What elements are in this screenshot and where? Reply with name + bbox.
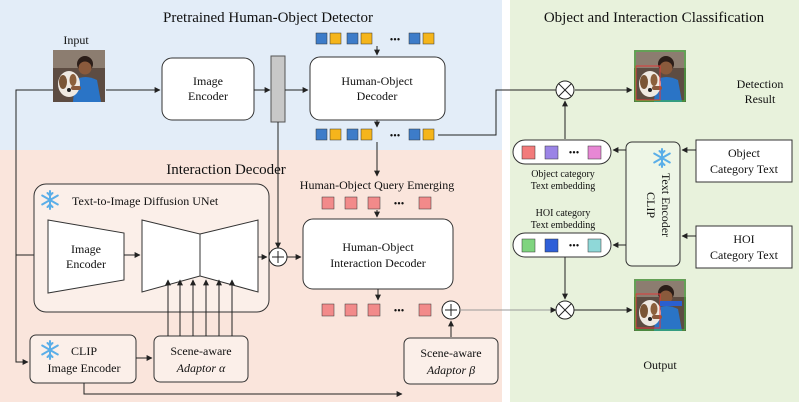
output-image	[634, 279, 686, 331]
object-embedding-pill	[512, 139, 612, 165]
embed-purple	[544, 145, 559, 160]
query-blue	[346, 32, 359, 45]
hoi-embedding-pill	[512, 232, 612, 258]
image-encoder-label-1: Image	[193, 74, 223, 88]
query-yellow	[422, 32, 435, 45]
arrow	[83, 383, 403, 397]
query-ellipsis: •••	[390, 35, 401, 46]
image-encoder-box	[161, 57, 255, 121]
embed-pink	[587, 145, 602, 160]
unet-encoder-label-2: Encoder	[66, 257, 106, 271]
clip-text-label: CLIP	[644, 192, 658, 218]
unet-up-block	[199, 219, 259, 293]
clip-img-label-1: CLIP	[71, 344, 97, 358]
query-yellow	[329, 128, 342, 141]
hoi-decoder-label-2: Interaction Decoder	[330, 256, 426, 270]
adaptor-arrows	[165, 279, 235, 336]
query-red	[418, 196, 432, 210]
query-yellow	[329, 32, 342, 45]
query-red	[344, 303, 358, 317]
hoi-embed-label-2: Text embedding	[531, 220, 596, 231]
query-blue	[346, 128, 359, 141]
query-blue	[408, 32, 421, 45]
embed-ellipsis: •••	[569, 241, 580, 252]
adaptor-beta-box	[403, 337, 499, 385]
query-red	[418, 303, 432, 317]
detection-result-image	[634, 50, 686, 102]
diffusion-unet-label: Text-to-Image Diffusion UNet	[72, 194, 219, 208]
query-red	[367, 196, 381, 210]
input-label: Input	[63, 33, 89, 47]
decoder-output-queries: •••	[315, 128, 435, 142]
embed-cyan	[587, 238, 602, 253]
text-encoder-label: Text Encoder	[659, 173, 673, 237]
object-category-text-box	[695, 139, 793, 183]
decoder-title: Interaction Decoder	[166, 162, 286, 178]
query-ellipsis: •••	[394, 306, 405, 317]
query-blue	[315, 128, 328, 141]
query-ellipsis: •••	[394, 199, 405, 210]
feature-map-bar	[270, 55, 286, 123]
query-red	[344, 196, 358, 210]
hoi-category-text-box	[695, 225, 793, 269]
detection-result-label-2: Result	[745, 92, 776, 106]
query-red	[321, 196, 335, 210]
clip-image-encoder-box	[29, 334, 137, 384]
input-image	[53, 50, 105, 102]
hoi-output-queries: •••	[321, 303, 432, 317]
adaptor-beta-label-2: Adaptor β	[426, 363, 475, 377]
clip-img-label-2: Image Encoder	[48, 361, 121, 375]
object-text-label-1: Object	[728, 146, 761, 160]
unet-image-encoder	[47, 219, 125, 294]
query-red	[321, 303, 335, 317]
adaptor-alpha-label-1: Scene-aware	[170, 344, 231, 358]
classification-title: Object and Interaction Classification	[544, 10, 765, 26]
query-emerging-label: Human-Object Query Emerging	[300, 178, 454, 192]
embed-red	[521, 145, 536, 160]
query-yellow	[422, 128, 435, 141]
hoi-text-label-1: HOI	[733, 232, 754, 246]
output-label: Output	[643, 358, 677, 372]
detector-arrows	[106, 46, 633, 177]
detector-title: Pretrained Human-Object Detector	[163, 10, 373, 26]
embed-green	[521, 238, 536, 253]
embed-blue	[544, 238, 559, 253]
decoder-input-queries: •••	[315, 32, 435, 46]
object-embed-label-2: Text embedding	[531, 181, 596, 192]
object-embed-label-1: Object category	[531, 169, 595, 180]
query-blue	[408, 128, 421, 141]
query-yellow	[360, 32, 373, 45]
adaptor-alpha-box	[153, 335, 249, 383]
query-ellipsis: •••	[390, 131, 401, 142]
adaptor-alpha-label-2: Adaptor α	[176, 361, 226, 375]
image-encoder-label-2: Encoder	[188, 89, 228, 103]
adaptor-beta-label-1: Scene-aware	[420, 346, 481, 360]
emerging-queries: •••	[321, 196, 432, 210]
object-text-label-2: Category Text	[710, 162, 779, 176]
query-yellow	[360, 128, 373, 141]
unet-encoder-label-1: Image	[71, 242, 101, 256]
ho-decoder-label-1: Human-Object	[341, 74, 413, 88]
embed-ellipsis: •••	[569, 148, 580, 159]
hoi-embed-label-1: HOI category	[536, 208, 591, 219]
clip-text-encoder-box	[625, 141, 681, 267]
hoi-text-label-2: Category Text	[710, 248, 779, 262]
hoi-decoder-label-1: Human-Object	[342, 240, 414, 254]
hoi-decoder-box	[302, 218, 454, 290]
ho-decoder-label-2: Decoder	[357, 89, 398, 103]
detection-result-label-1: Detection	[737, 77, 784, 91]
query-red	[367, 303, 381, 317]
query-blue	[315, 32, 328, 45]
